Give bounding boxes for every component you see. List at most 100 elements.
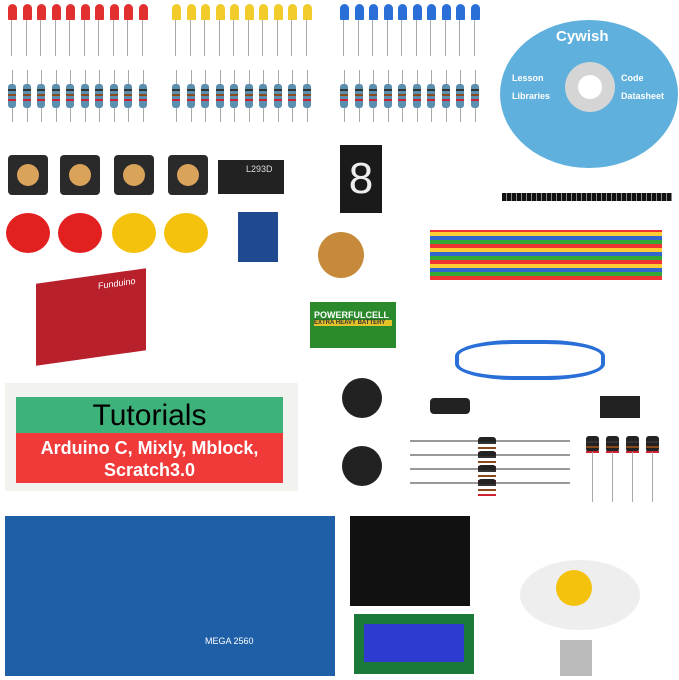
resistor (369, 84, 377, 108)
resistor (340, 84, 348, 108)
push-button (114, 155, 154, 195)
led-leg (291, 20, 292, 56)
led (369, 4, 378, 20)
banner-subtitle-bar: Arduino C, Mixly, Mblock,Scratch3.0 (16, 433, 283, 483)
led (340, 4, 349, 20)
banner-title-bar: Tutorials (16, 397, 283, 433)
led-leg (11, 20, 12, 56)
resistor (259, 84, 267, 108)
banner-title: Tutorials (92, 399, 207, 432)
led-leg (112, 20, 114, 56)
led-leg (40, 20, 41, 56)
led (456, 4, 465, 20)
led (51, 4, 61, 20)
resistor (244, 84, 253, 108)
cd-item: Lesson (512, 73, 544, 83)
button-cap (112, 213, 156, 253)
led (412, 4, 422, 20)
diode (478, 451, 496, 458)
resistor (441, 84, 450, 108)
resistor (456, 84, 464, 108)
resistor (470, 84, 479, 108)
led-leg (189, 20, 191, 56)
led (186, 4, 196, 20)
cd-brand: Cywish (556, 28, 609, 45)
resistor (215, 84, 224, 108)
button-cap (58, 213, 102, 253)
led (244, 4, 254, 20)
buzzer (342, 378, 382, 418)
led (172, 4, 181, 20)
led-leg (343, 20, 344, 56)
diode (478, 465, 496, 472)
cd-item: Code (621, 73, 644, 83)
led-leg (415, 20, 417, 56)
cd-hole (578, 75, 602, 99)
transistor (626, 436, 639, 452)
led-leg (305, 20, 307, 56)
buzzer (342, 446, 382, 486)
resistor (302, 84, 311, 108)
led (95, 4, 104, 20)
led (427, 4, 436, 20)
resistor (288, 84, 296, 108)
led-leg (459, 20, 460, 56)
led-leg (98, 20, 99, 56)
led (37, 4, 46, 20)
segment-digit: 8 (348, 154, 374, 203)
resistor (354, 84, 363, 108)
led-leg (372, 20, 373, 56)
resistor (230, 84, 238, 108)
push-button (60, 155, 100, 195)
led (398, 4, 407, 20)
led (201, 4, 210, 20)
led (66, 4, 75, 20)
resistor (95, 84, 103, 108)
battery-clip (600, 396, 640, 418)
sensor-label: Funduino (98, 275, 136, 292)
led (22, 4, 32, 20)
resistor (201, 84, 209, 108)
resistor (124, 84, 132, 108)
ic-label: L293D (246, 164, 273, 174)
led (230, 4, 239, 20)
led-leg (247, 20, 249, 56)
push-button (168, 155, 208, 195)
diode (478, 479, 496, 486)
arduino-mega-board: MEGA 2560 (5, 516, 335, 676)
seven-segment-display: 8 (340, 145, 382, 213)
resistor (383, 84, 392, 108)
resistor (398, 84, 406, 108)
power-module (350, 516, 470, 606)
led (354, 4, 364, 20)
led-leg (54, 20, 56, 56)
led-leg (204, 20, 205, 56)
led-leg (233, 20, 234, 56)
led (441, 4, 451, 20)
led-leg (218, 20, 220, 56)
resistor (427, 84, 435, 108)
led (259, 4, 268, 20)
resistor (80, 84, 89, 108)
led (470, 4, 480, 20)
resistor (37, 84, 45, 108)
led (138, 4, 148, 20)
pin-header (502, 193, 672, 201)
cd-item: Datasheet (621, 91, 665, 101)
led-leg (401, 20, 402, 56)
dc-motor (560, 640, 592, 676)
resistor (8, 84, 16, 108)
led-leg (69, 20, 70, 56)
resistor (22, 84, 31, 108)
led-leg (262, 20, 263, 56)
ic-chip: L293D (218, 160, 284, 194)
led (124, 4, 133, 20)
transistor-leg (612, 452, 613, 502)
battery-sub: EXTRA HEAVY BATTERY (314, 320, 392, 326)
dc-jack (430, 398, 470, 414)
led (288, 4, 297, 20)
led (215, 4, 225, 20)
transistor-leg (632, 452, 633, 502)
cd-item: Libraries (512, 91, 551, 101)
